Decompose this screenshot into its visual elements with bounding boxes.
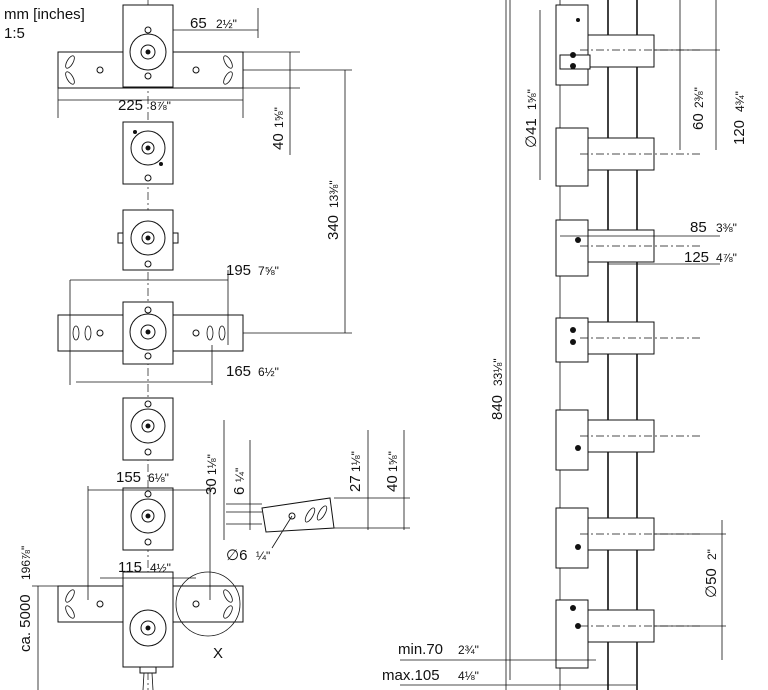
scale-label: 1:5 [4, 25, 25, 42]
side-views [505, 0, 700, 690]
dim-dia6-in: ¼" [256, 549, 270, 563]
dim-60: 60 [690, 113, 707, 130]
dim-85-in: 3⅜" [716, 221, 737, 235]
dim-65: 65 [190, 15, 207, 32]
dim-27: 27 [347, 475, 364, 492]
dim-125-in: 4⅞" [716, 251, 737, 265]
dim-120-in: 4¾" [733, 91, 747, 112]
front-view-mount-2 [122, 121, 174, 185]
side-view-6 [555, 507, 700, 569]
dim-min70: min.70 [398, 641, 443, 658]
side-view-4 [555, 317, 700, 363]
front-view-mount-5 [122, 397, 174, 461]
dim-max105: max.105 [382, 667, 440, 684]
dim-dia6: ∅6 [226, 547, 247, 564]
dim-6: 6 [231, 487, 248, 495]
dim-40a: 40 [270, 133, 287, 150]
front-view-mount-3 [117, 209, 179, 271]
right-dimension-lines [400, 0, 726, 686]
dim-195: 195 [226, 262, 251, 279]
dim-840: 840 [489, 395, 506, 420]
dim-165-in: 6½" [258, 365, 279, 379]
dim-30: 30 [203, 478, 220, 495]
dim-155: 155 [116, 469, 141, 486]
detail-x-enlarged [226, 497, 410, 533]
dim-340-in: 13⅜" [327, 180, 341, 208]
dim-340: 340 [325, 215, 342, 240]
side-view-2 [555, 127, 700, 187]
dim-120: 120 [731, 120, 748, 145]
dim-max105-in: 4⅛" [458, 669, 479, 683]
left-dimension-lines [32, 8, 405, 690]
front-view-mount-4 [57, 301, 244, 365]
front-view-mount-7 [57, 571, 244, 690]
dim-dia50-in: 2" [705, 549, 719, 560]
dim-115: 115 [118, 559, 142, 576]
dim-40b-in: 1⅝" [386, 451, 400, 472]
dim-85: 85 [690, 219, 707, 236]
dim-dia41: ∅41 [523, 118, 540, 148]
dim-30-in: 1⅛" [205, 454, 219, 475]
front-view-mount-6 [122, 487, 174, 551]
dim-65-in: 2½" [216, 17, 237, 31]
side-view-5 [555, 409, 700, 471]
dim-ca5000-in: 196⅞" [19, 546, 33, 580]
dim-dia50: ∅50 [703, 568, 720, 598]
units-label: mm [inches] [4, 6, 85, 23]
dim-195-in: 7⅝" [258, 264, 279, 278]
dim-dia41-in: 1⅝" [525, 89, 539, 110]
detail-x-circle [175, 571, 241, 637]
dim-6-in: ¼" [233, 468, 247, 482]
dim-125: 125 [684, 249, 709, 266]
dim-225: 225 [118, 97, 143, 114]
dimension-labels: 65 2½" 225 8⅞" 40 1⅝" 340 13⅜" 195 7⅝" 1… [17, 15, 748, 684]
side-view-7 [555, 599, 700, 669]
detail-x-label: X [213, 645, 223, 662]
dim-27-in: 1⅛" [349, 451, 363, 472]
dim-40a-in: 1⅝" [272, 107, 286, 128]
dim-115-in: 4½" [150, 561, 171, 575]
dim-40b: 40 [384, 475, 401, 492]
side-view-1 [555, 4, 700, 86]
front-views [57, 0, 410, 690]
front-view-mount-1 [57, 4, 244, 89]
dim-60-in: 2⅜" [692, 87, 706, 108]
dim-840-in: 33⅛" [491, 358, 505, 386]
dim-165: 165 [226, 363, 251, 380]
side-view-3 [555, 219, 700, 277]
dim-min70-in: 2¾" [458, 643, 479, 657]
dim-225-in: 8⅞" [150, 99, 171, 113]
dim-155-in: 6⅛" [148, 471, 169, 485]
dim-ca5000: ca. 5000 [17, 594, 34, 652]
